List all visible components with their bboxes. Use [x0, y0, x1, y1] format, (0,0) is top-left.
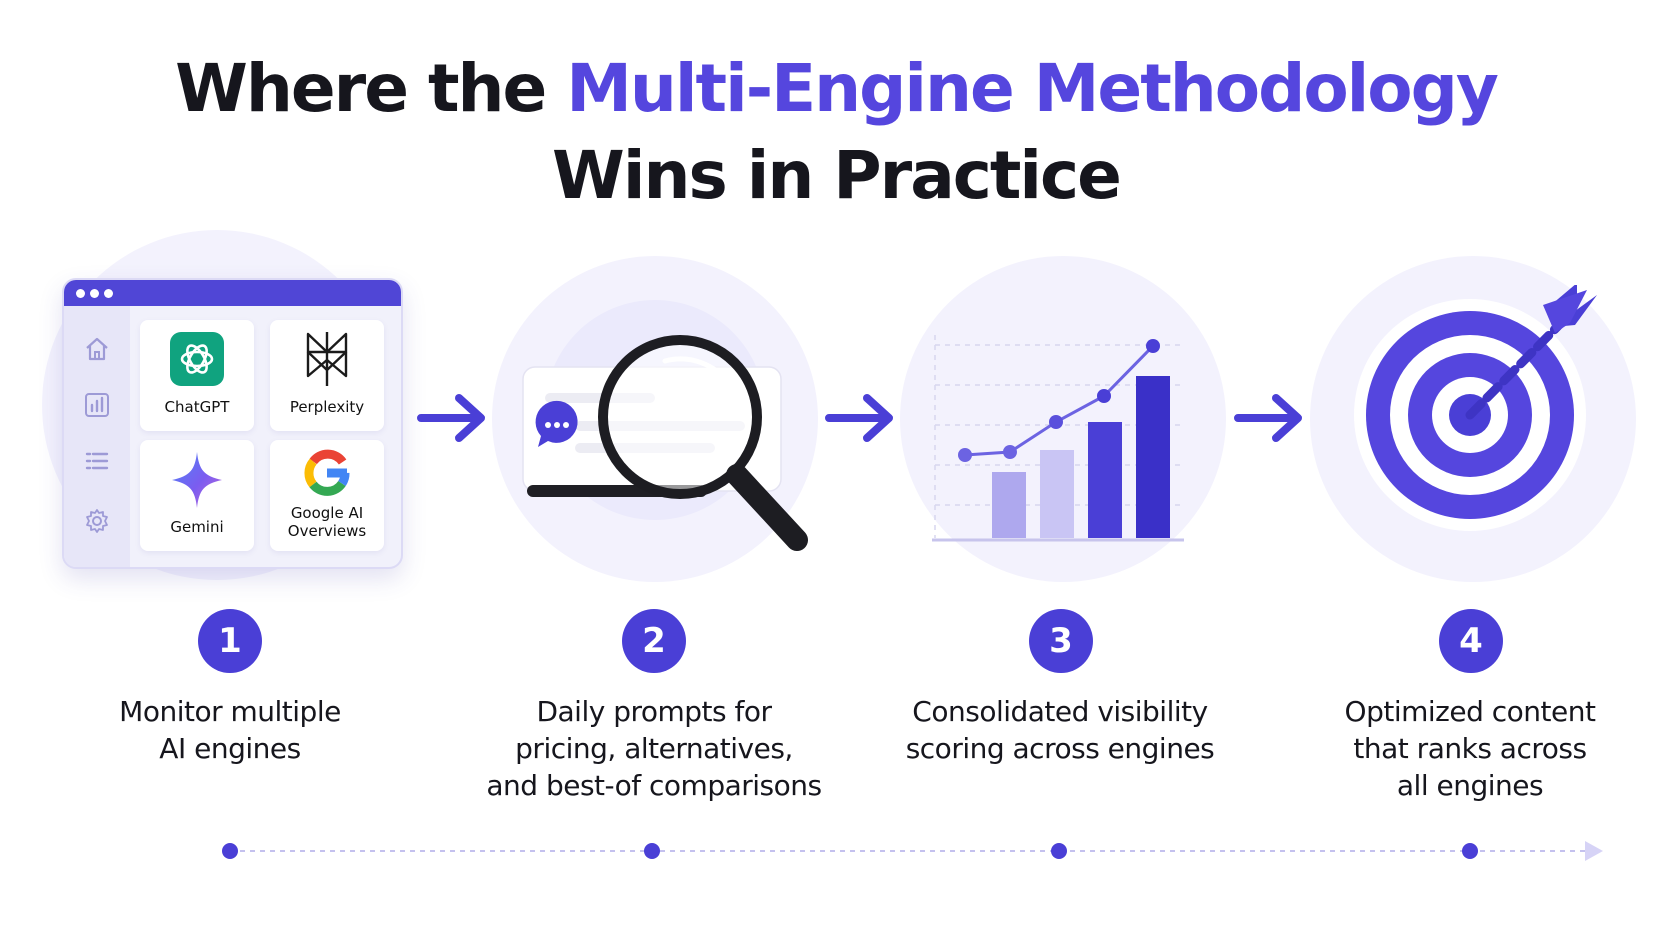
step-2-caption-line: and best-of comparisons [486, 769, 822, 802]
step-1-badge: 1 [198, 609, 262, 673]
google-g-logo-icon [304, 449, 350, 496]
chart-bar-4 [1136, 376, 1170, 538]
engine-tile-perplexity[interactable]: Perplexity [270, 320, 384, 431]
step-4-caption: Optimized content that ranks across all … [1280, 693, 1660, 804]
magnifying-glass-icon [598, 335, 808, 551]
window-dot-icon [76, 289, 85, 298]
timeline-node [644, 843, 660, 859]
step-2-caption: Daily prompts for pricing, alternatives,… [464, 693, 844, 804]
target-with-arrow-icon [1354, 285, 1597, 531]
step-3-caption: Consolidated visibility scoring across e… [870, 693, 1250, 767]
engine-tile-gemini[interactable]: Gemini [140, 440, 254, 551]
magnifying-glass-chat-illustration [522, 335, 808, 551]
step-3-caption-line: Consolidated visibility [912, 695, 1208, 728]
title-prefix: Where the [175, 50, 547, 127]
window-dot-icon [90, 289, 99, 298]
step-4-caption-line: that ranks across [1353, 732, 1587, 765]
chart-bar-2 [1040, 450, 1074, 538]
step-4-badge: 4 [1439, 609, 1503, 673]
perplexity-logo-icon [306, 332, 348, 386]
engine-tile-google-ai-overviews[interactable]: Google AI Overviews [270, 440, 384, 551]
step-1-caption-line: AI engines [159, 732, 301, 765]
engine-tile-chatgpt[interactable]: ChatGPT [140, 320, 254, 431]
window-dot-icon [104, 289, 113, 298]
chatgpt-logo-icon [170, 332, 224, 386]
engine-label-google-line-1: Google AI [290, 504, 364, 522]
window-sidebar [64, 306, 130, 567]
timeline-node [1462, 843, 1478, 859]
title-line-1: Where the Multi-Engine Methodology [0, 56, 1672, 122]
step-1-caption-line: Monitor multiple [119, 695, 341, 728]
step-2-badge: 2 [622, 609, 686, 673]
arrow-right-icon [417, 394, 485, 442]
title-line-2: Wins in Practice [552, 137, 1122, 214]
window-title-bar [64, 280, 401, 306]
timeline-node [1051, 843, 1067, 859]
engine-label-gemini: Gemini [170, 518, 224, 536]
progress-timeline [222, 841, 1603, 861]
gear-icon[interactable] [82, 506, 112, 536]
list-icon[interactable] [82, 446, 112, 476]
chart-bar-1 [992, 472, 1026, 538]
engine-label-chatgpt: ChatGPT [164, 398, 230, 416]
chat-bubble-icon [535, 400, 578, 447]
step-1-caption: Monitor multiple AI engines [40, 693, 420, 767]
title-accent: Multi-Engine Methodology [566, 50, 1499, 127]
arrow-right-icon [825, 394, 893, 442]
engine-label-perplexity: Perplexity [289, 398, 365, 416]
timeline-arrowhead-icon [1585, 841, 1603, 861]
gemini-sparkle-icon [172, 452, 222, 508]
step-4-caption-line: Optimized content [1344, 695, 1596, 728]
chart-bar-3 [1088, 422, 1122, 538]
rising-chart-illustration [932, 335, 1184, 542]
bar-chart-icon[interactable] [82, 390, 112, 420]
timeline-node [222, 843, 238, 859]
step-4-caption-line: all engines [1396, 769, 1544, 802]
home-icon[interactable] [82, 334, 112, 364]
step-2-caption-line: Daily prompts for [536, 695, 772, 728]
step-3-badge: 3 [1029, 609, 1093, 673]
step-3-caption-line: scoring across engines [905, 732, 1215, 765]
step-2-caption-line: pricing, alternatives, [515, 732, 793, 765]
ai-engines-window: ChatGPT Perplexity Gemini [62, 278, 403, 569]
engine-label-google-line-2: Overviews [287, 522, 367, 540]
arrow-right-icon [1234, 394, 1302, 442]
